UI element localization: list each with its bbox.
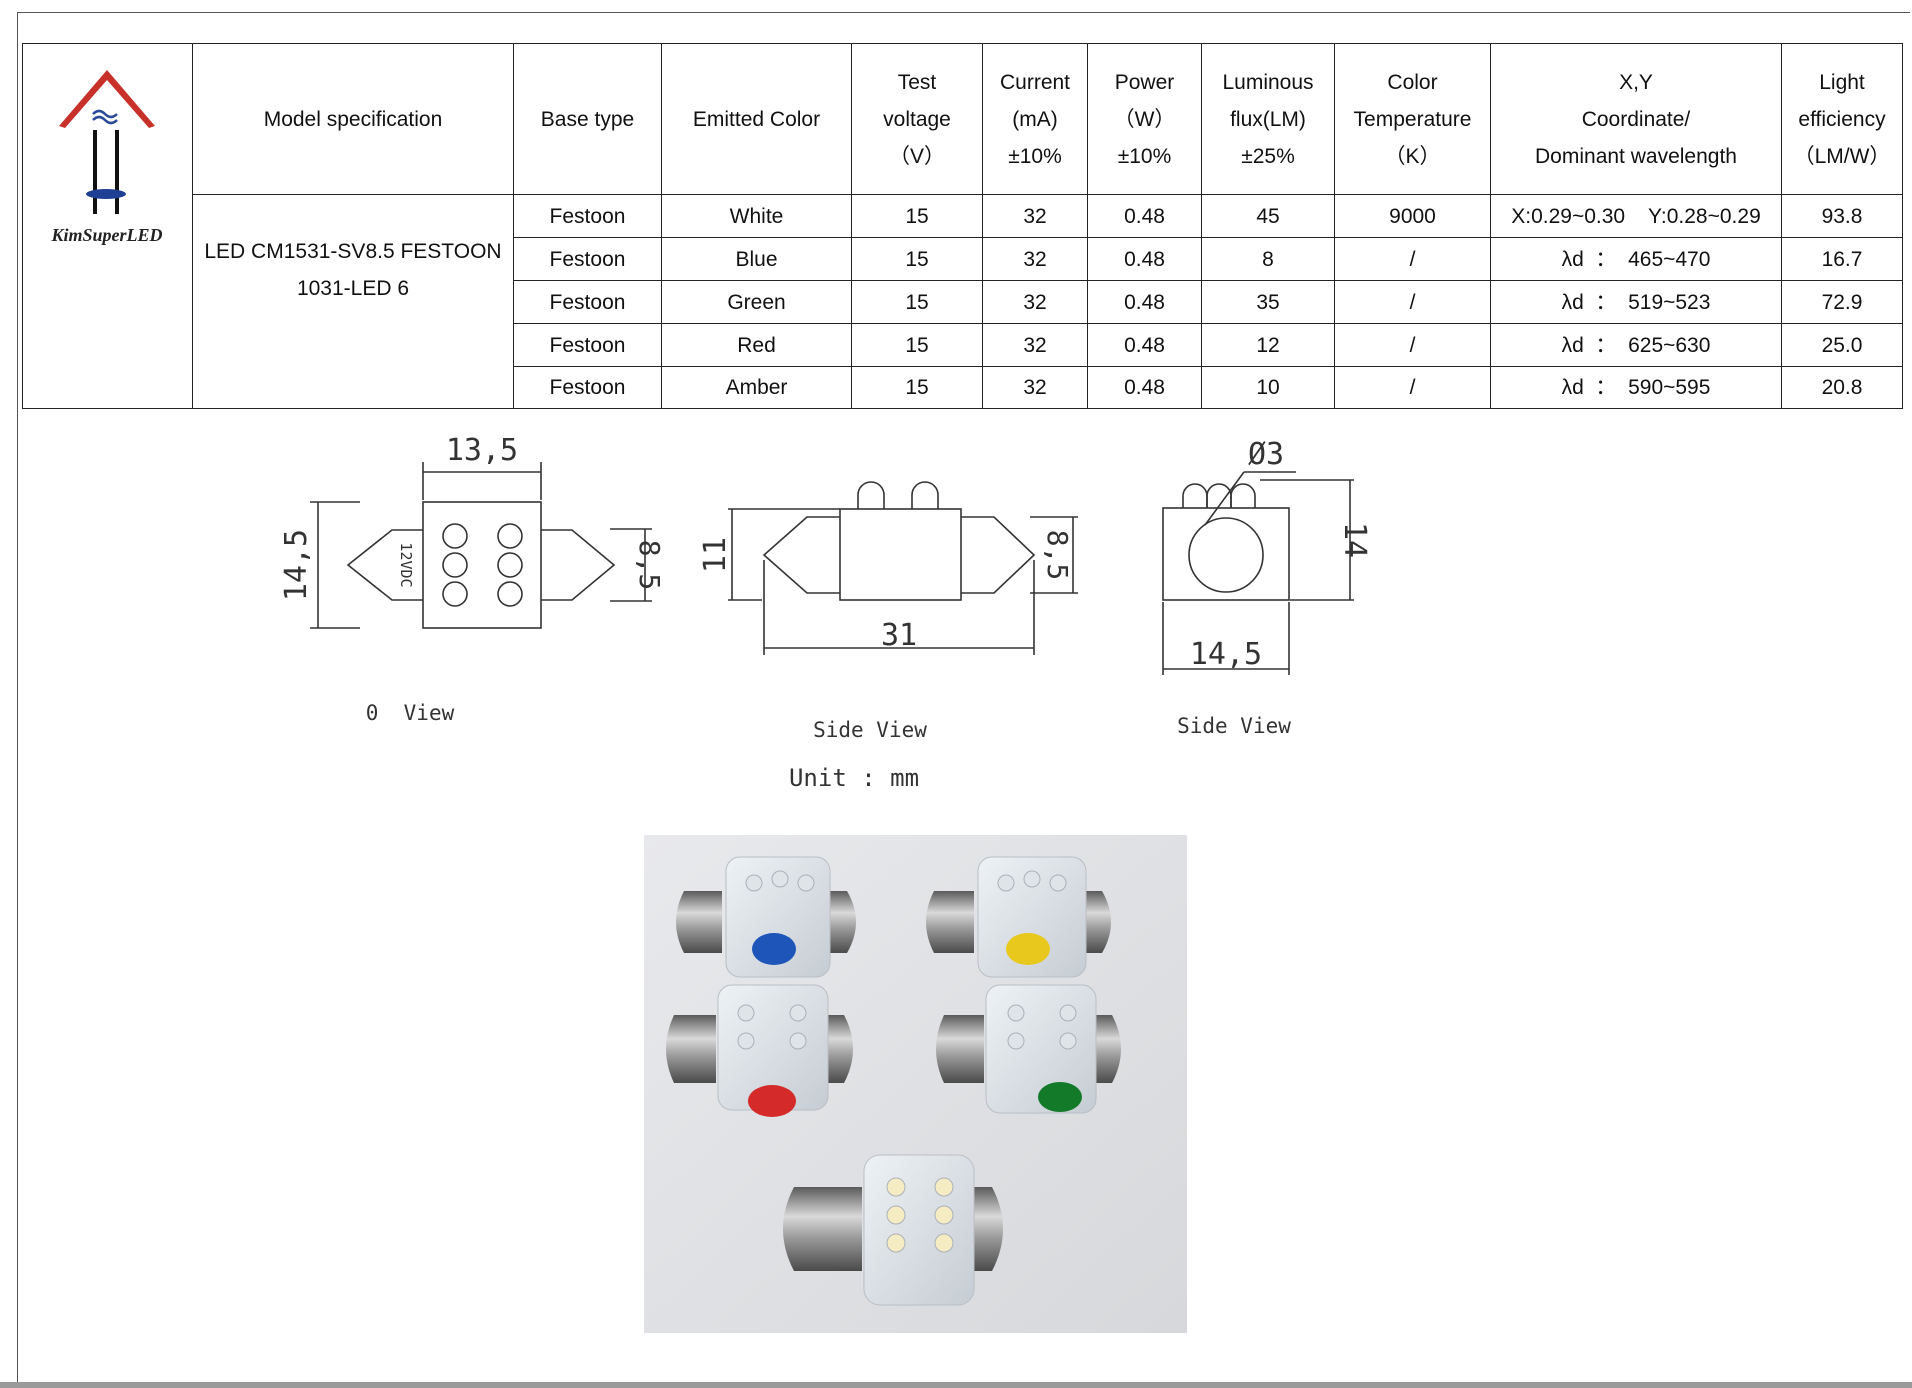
cell-xy: λd ： 625~630 bbox=[1490, 323, 1782, 367]
header-color: Emitted Color bbox=[661, 43, 852, 195]
caption-front-view: 0 View bbox=[366, 701, 455, 725]
bottom-scroll-bar bbox=[0, 1382, 1912, 1388]
dim-height-11: 11 bbox=[698, 537, 733, 573]
company-logo: KimSuperLED bbox=[50, 70, 163, 245]
dim-height-14-5: 14,5 bbox=[279, 529, 314, 601]
cell-xy: λd ： 465~470 bbox=[1490, 237, 1782, 281]
table-row: Festoon Blue 15 32 0.48 8 / λd ： 465~470… bbox=[23, 237, 1903, 281]
technical-drawings: 13,5 14,5 8,5 12VDC 0 View 11 8,5 31 Sid… bbox=[279, 433, 1372, 792]
bulb-blue bbox=[676, 856, 856, 978]
bulb-green bbox=[936, 984, 1121, 1114]
cell-base: Festoon bbox=[513, 323, 662, 367]
product-photo bbox=[644, 835, 1187, 1333]
dim-diameter-3: Ø3 bbox=[1248, 437, 1284, 472]
cell-color: Blue bbox=[661, 237, 852, 281]
cell-base: Festoon bbox=[513, 237, 662, 281]
cell-color: White bbox=[661, 194, 852, 238]
bulb-red bbox=[666, 984, 853, 1117]
cell-voltage: 15 bbox=[851, 323, 983, 367]
cell-power: 0.48 bbox=[1087, 366, 1202, 409]
dim-width-14-5-end: 14,5 bbox=[1190, 637, 1262, 672]
cell-efficiency: 93.8 bbox=[1781, 194, 1903, 238]
cell-flux: 45 bbox=[1201, 194, 1335, 238]
cell-efficiency: 72.9 bbox=[1781, 280, 1903, 324]
dim-cap-8-5-side: 8,5 bbox=[1041, 530, 1074, 581]
end-view-drawing bbox=[1162, 471, 1354, 675]
cell-power: 0.48 bbox=[1087, 323, 1202, 367]
page-frame bbox=[17, 12, 1910, 1382]
side-view-drawing bbox=[728, 481, 1078, 655]
cell-flux: 8 bbox=[1201, 237, 1335, 281]
cell-cct: / bbox=[1334, 366, 1491, 409]
amber-dot bbox=[1006, 933, 1050, 965]
dim-cap-8-5: 8,5 bbox=[633, 540, 666, 591]
cell-base: Festoon bbox=[513, 280, 662, 324]
cell-current: 32 bbox=[982, 194, 1088, 238]
green-dot bbox=[1038, 1082, 1082, 1112]
cell-current: 32 bbox=[982, 237, 1088, 281]
header-base: Base type bbox=[513, 43, 662, 195]
table-row: Festoon Red 15 32 0.48 12 / λd ： 625~630… bbox=[23, 323, 1903, 367]
table-row: Festoon Green 15 32 0.48 35 / λd ： 519~5… bbox=[23, 280, 1903, 324]
header-power: Power（W）±10% bbox=[1087, 43, 1202, 195]
body-label-12vdc: 12VDC bbox=[397, 542, 415, 587]
cell-xy: λd ： 590~595 bbox=[1490, 366, 1782, 409]
blue-dot bbox=[752, 933, 796, 965]
cell-efficiency: 25.0 bbox=[1781, 323, 1903, 367]
cell-cct: / bbox=[1334, 237, 1491, 281]
table-row: Festoon Amber 15 32 0.48 10 / λd ： 590~5… bbox=[23, 366, 1903, 409]
cell-current: 32 bbox=[982, 366, 1088, 409]
cell-voltage: 15 bbox=[851, 194, 983, 238]
unit-label: Unit : mm bbox=[789, 764, 919, 792]
dim-height-14: 14 bbox=[1337, 522, 1372, 558]
cell-base: Festoon bbox=[513, 366, 662, 409]
cell-base: Festoon bbox=[513, 194, 662, 238]
cell-voltage: 15 bbox=[851, 280, 983, 324]
cell-current: 32 bbox=[982, 323, 1088, 367]
cell-voltage: 15 bbox=[851, 237, 983, 281]
cell-flux: 35 bbox=[1201, 280, 1335, 324]
header-model: Model specification bbox=[192, 43, 514, 195]
dim-length-31: 31 bbox=[881, 618, 917, 653]
cell-flux: 10 bbox=[1201, 366, 1335, 409]
cell-current: 32 bbox=[982, 280, 1088, 324]
cell-power: 0.48 bbox=[1087, 280, 1202, 324]
cell-xy: X:0.29~0.30 Y:0.28~0.29 bbox=[1490, 194, 1782, 238]
cell-cct: / bbox=[1334, 323, 1491, 367]
cell-color: Amber bbox=[661, 366, 852, 409]
cell-flux: 12 bbox=[1201, 323, 1335, 367]
logo-cell: KimSuperLED bbox=[22, 43, 193, 409]
cell-power: 0.48 bbox=[1087, 194, 1202, 238]
cell-xy: λd ： 519~523 bbox=[1490, 280, 1782, 324]
cell-power: 0.48 bbox=[1087, 237, 1202, 281]
caption-side-view-2: Side View bbox=[1177, 714, 1291, 738]
cell-efficiency: 20.8 bbox=[1781, 366, 1903, 409]
logo-brand-text: KimSuperLED bbox=[50, 225, 162, 245]
cell-cct: 9000 bbox=[1334, 194, 1491, 238]
dim-width-13-5: 13,5 bbox=[446, 433, 518, 468]
bulb-white bbox=[783, 1154, 1003, 1306]
cell-color: Green bbox=[661, 280, 852, 324]
red-dot bbox=[748, 1085, 796, 1117]
cell-voltage: 15 bbox=[851, 366, 983, 409]
cell-color: Red bbox=[661, 323, 852, 367]
front-view-drawing bbox=[310, 462, 652, 629]
cell-cct: / bbox=[1334, 280, 1491, 324]
caption-side-view: Side View bbox=[813, 718, 927, 742]
cell-efficiency: 16.7 bbox=[1781, 237, 1903, 281]
spec-table: KimSuperLED Model specification Base typ… bbox=[22, 43, 1903, 409]
header-current: Current(mA)±10% bbox=[982, 43, 1088, 195]
bulb-amber bbox=[926, 856, 1111, 978]
